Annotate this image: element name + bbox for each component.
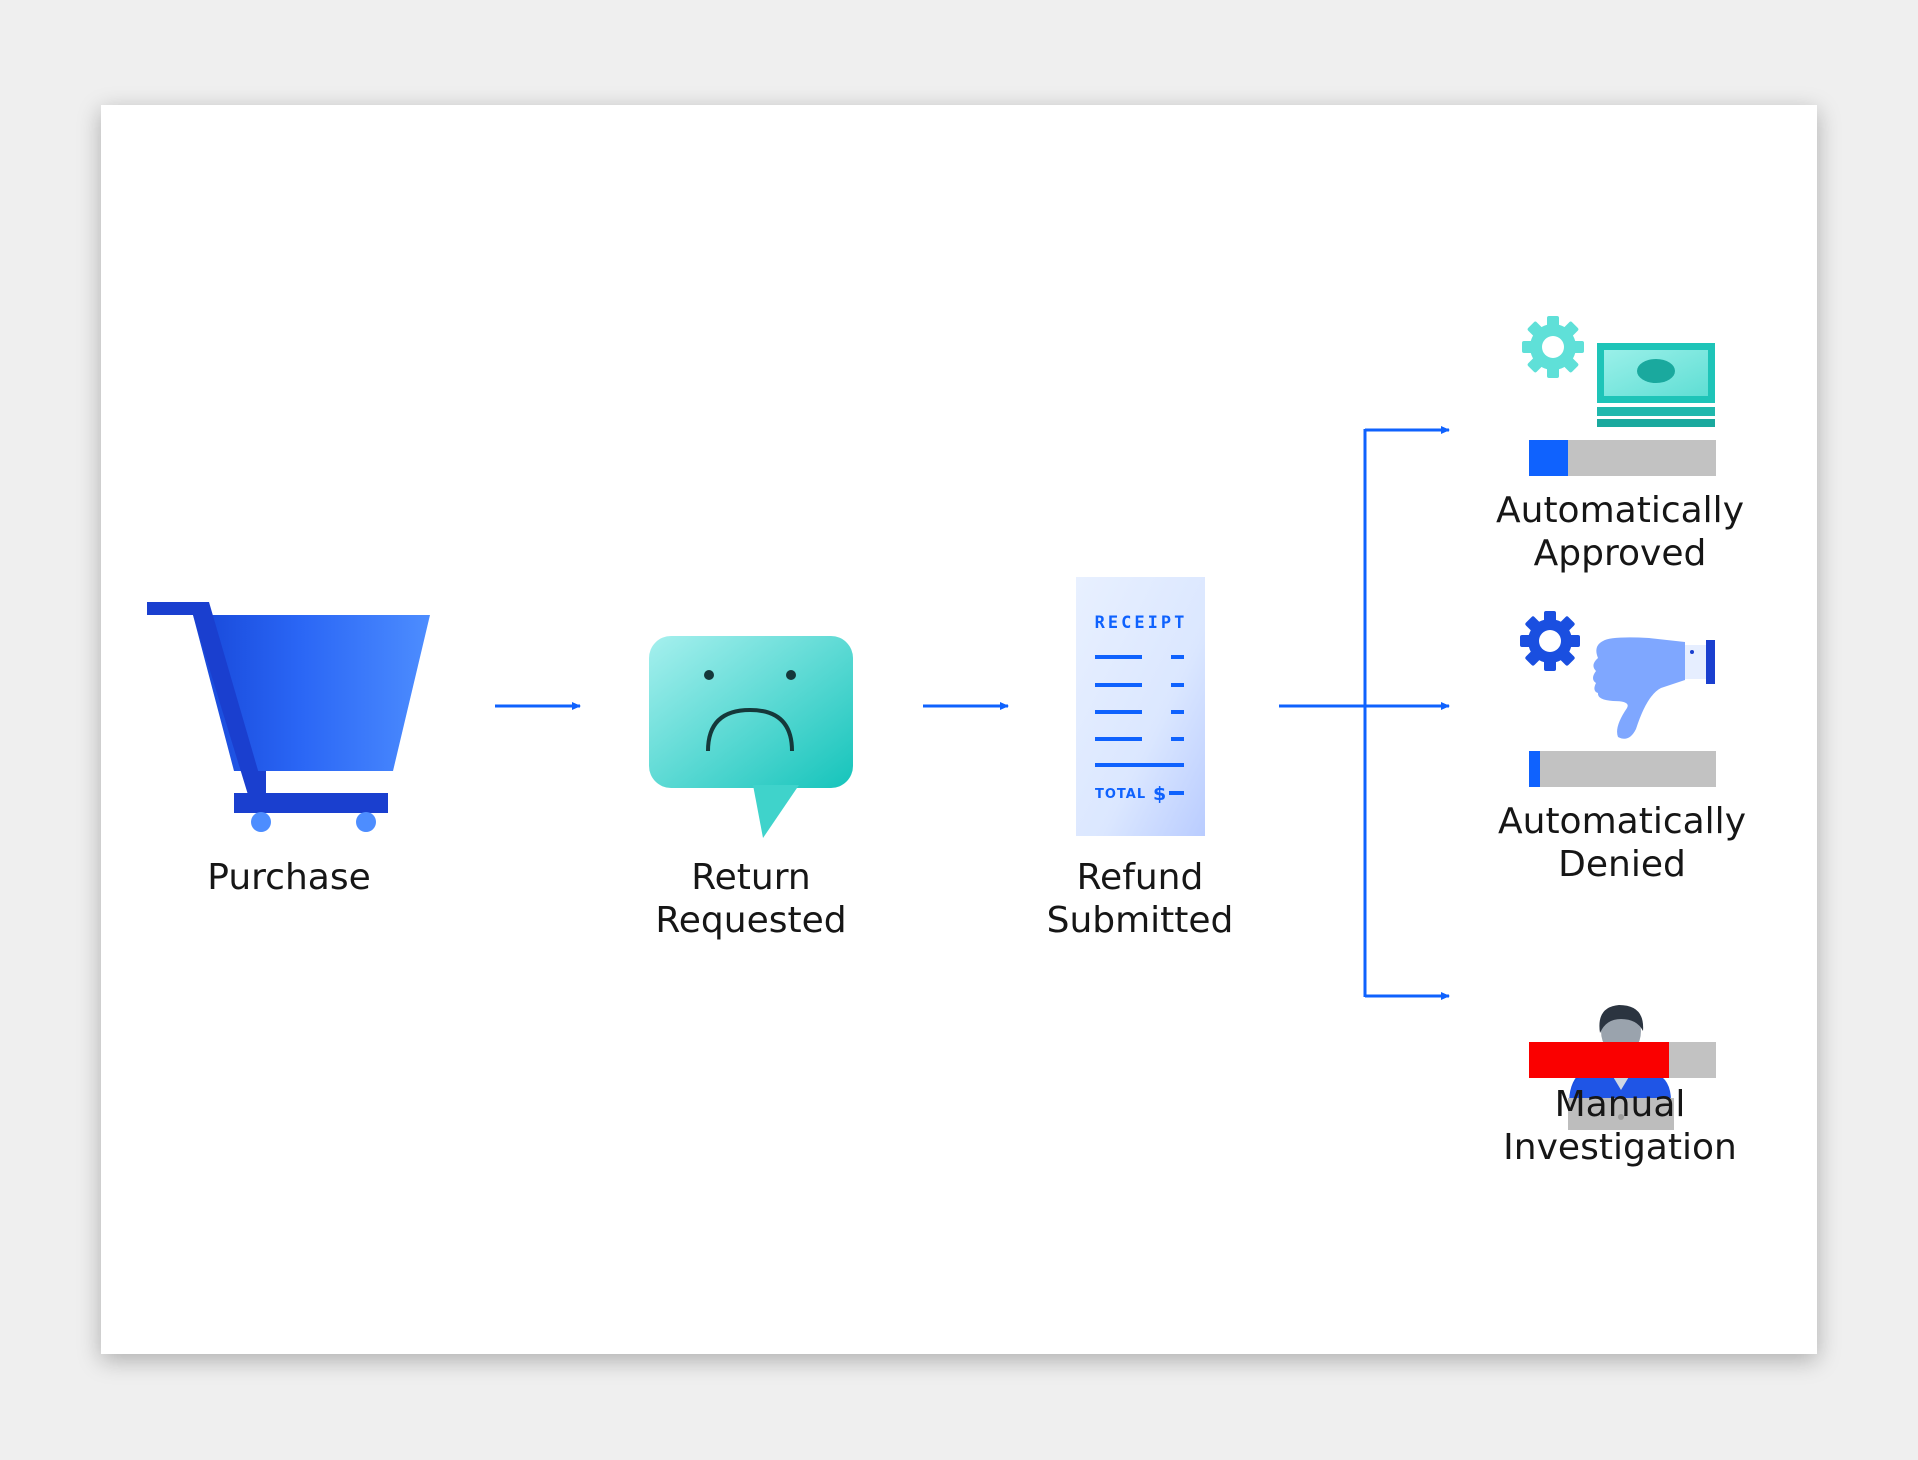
- denied-bar-fill: [1529, 751, 1540, 787]
- shopping-cart-icon: [147, 602, 430, 832]
- approved-bar-fill: [1529, 440, 1568, 476]
- receipt-currency: $: [1153, 783, 1166, 805]
- gear-icon: [1522, 316, 1584, 378]
- automatically-denied-label: Automatically Denied: [1498, 801, 1746, 885]
- thumbs-down-icon: [1593, 637, 1715, 739]
- sad-speech-bubble-icon: [649, 636, 853, 838]
- diagram-card: RECEIPT TOTAL $: [101, 105, 1817, 1354]
- refund-submitted-label: Refund Submitted: [1046, 857, 1234, 941]
- denied-bar-track: [1529, 751, 1716, 787]
- cash-icon: [1597, 343, 1715, 427]
- receipt-total-label: TOTAL: [1095, 787, 1146, 802]
- receipt-title: RECEIPT: [1095, 613, 1188, 633]
- outcome-bars: [1529, 440, 1716, 1078]
- purchase-label: Purchase: [207, 857, 371, 898]
- manual-investigation-label: Manual Investigation: [1503, 1084, 1737, 1168]
- return-requested-label: Return Requested: [655, 857, 847, 941]
- receipt-icon: RECEIPT TOTAL $: [1076, 577, 1205, 836]
- gear-icon: [1520, 611, 1580, 671]
- branch-connector: [1279, 426, 1450, 1000]
- manual-bar-fill: [1529, 1042, 1669, 1078]
- automatically-approved-label: Automatically Approved: [1496, 490, 1744, 574]
- refund-flow-diagram: RECEIPT TOTAL $: [147, 316, 1716, 1130]
